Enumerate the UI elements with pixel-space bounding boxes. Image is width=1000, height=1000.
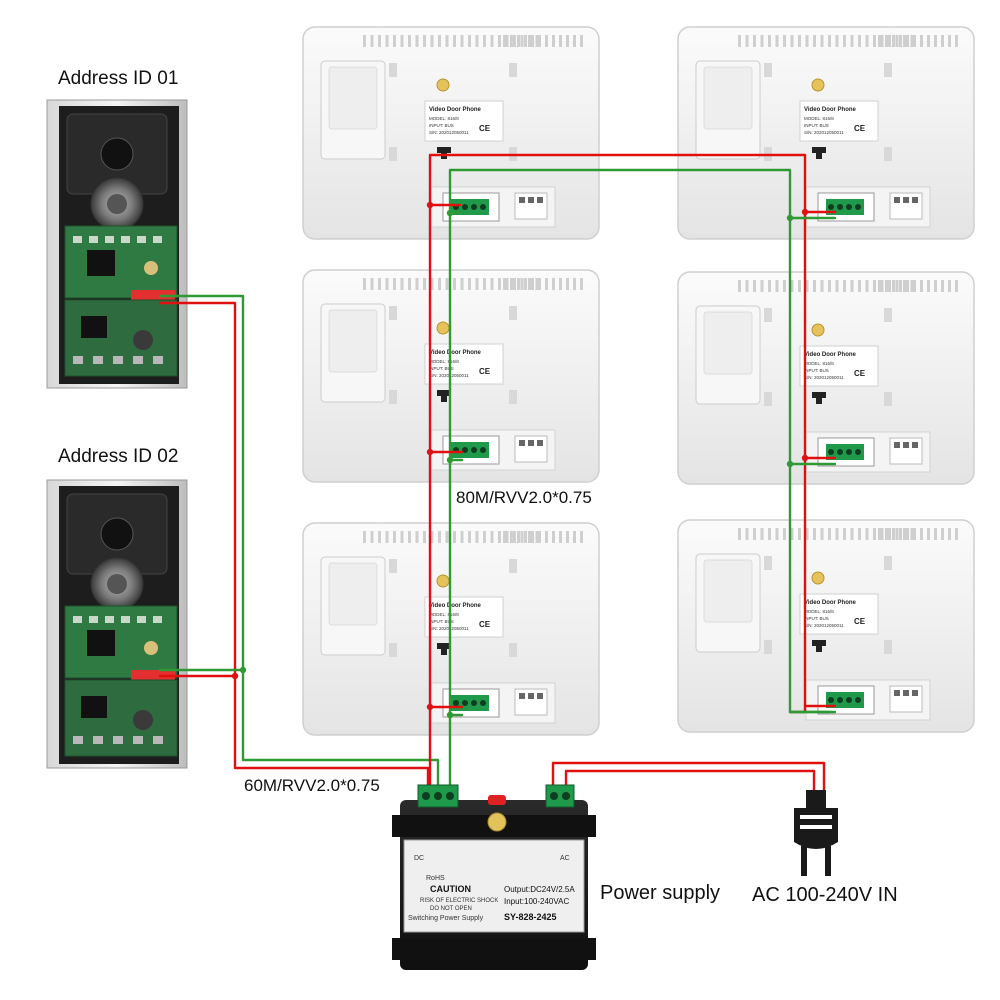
power-supply-unit: DC AC RoHS CAUTION RISK OF ELECTRIC SHOC…: [392, 784, 596, 970]
sticker-model: MODEL: 816/8: [429, 612, 459, 617]
wire-junction: [426, 448, 434, 456]
door-panel: [46, 479, 188, 769]
sticker-title: Video Door Phone: [429, 350, 482, 356]
door-panel: [46, 99, 188, 389]
wire-junction: [786, 460, 794, 468]
sticker-model: MODEL: 816/8: [804, 116, 834, 121]
green-wire: [158, 294, 440, 792]
wire-junction: [801, 454, 809, 462]
address-id-01-label: Address ID 01: [58, 68, 179, 89]
sticker-input: INPUT: BUS: [804, 616, 829, 621]
ac-input-label: AC 100-240V IN: [752, 884, 898, 906]
wire-junction: [239, 666, 247, 674]
sticker-sn: S/N: 202012050011: [804, 623, 844, 628]
wire-junction: [786, 214, 794, 222]
ac-terminal-block: [545, 784, 575, 808]
sticker-model: MODEL: 816/8: [429, 359, 459, 364]
psu-ac-label: AC: [560, 855, 570, 862]
wire-junction: [231, 672, 239, 680]
psu-dc-label: DC: [414, 855, 424, 862]
outdoor-door-panels: [46, 99, 188, 769]
address-id-02-label: Address ID 02: [58, 446, 179, 467]
sticker-title: Video Door Phone: [804, 107, 857, 113]
sticker-sn: S/N: 202012050011: [429, 130, 469, 135]
ac-plug-icon: [794, 790, 838, 876]
psu-caution-line2: DO NOT OPEN: [430, 906, 472, 912]
power-supply-label: Power supply: [600, 882, 721, 904]
sticker-input: INPUT: BUS: [804, 368, 829, 373]
monitor-cable-spec: 80M/RVV2.0*0.75: [456, 488, 592, 507]
sticker-title: Video Door Phone: [804, 600, 857, 606]
wire-junction: [801, 208, 809, 216]
sticker-title: Video Door Phone: [804, 352, 857, 358]
wire-junction: [446, 456, 454, 464]
sticker-ce: CE: [479, 367, 491, 376]
sticker-title: Video Door Phone: [429, 107, 482, 113]
sticker-input: INPUT: BUS: [429, 366, 454, 371]
psu-input-spec: Input:100-240VAC: [504, 897, 569, 906]
sticker-ce: CE: [854, 369, 866, 378]
doorbell-cable-spec: 60M/RVV2.0*0.75: [244, 776, 380, 795]
sticker-ce: CE: [854, 617, 866, 626]
psu-model: SY-828-2425: [504, 912, 557, 922]
sticker-input: INPUT: BUS: [429, 123, 454, 128]
psu-caution-title: CAUTION: [430, 884, 471, 894]
red-wire: [564, 769, 816, 792]
sticker-model: MODEL: 816/8: [804, 609, 834, 614]
red-wire: [158, 301, 430, 792]
wire-junction: [446, 209, 454, 217]
wiring: [158, 153, 837, 794]
sticker-title: Video Door Phone: [429, 603, 482, 609]
sticker-model: MODEL: 816/8: [804, 361, 834, 366]
sticker-ce: CE: [479, 620, 491, 629]
psu-output-spec: Output:DC24V/2.5A: [504, 885, 575, 894]
psu-rohs: RoHS: [426, 875, 445, 882]
sticker-sn: S/N: 202012050011: [804, 375, 844, 380]
wire-junction: [426, 703, 434, 711]
wire-junction: [426, 201, 434, 209]
sticker-model: MODEL: 816/8: [429, 116, 459, 121]
psu-caution-line1: RISK OF ELECTRIC SHOCK: [420, 898, 498, 904]
red-wire: [551, 761, 826, 792]
sticker-ce: CE: [479, 124, 491, 133]
sticker-input: INPUT: BUS: [804, 123, 829, 128]
sticker-ce: CE: [854, 124, 866, 133]
wire-junction: [446, 711, 454, 719]
sticker-input: INPUT: BUS: [429, 619, 454, 624]
sticker-sn: S/N: 202012050011: [804, 130, 844, 135]
psu-name: Switching Power Supply: [408, 915, 484, 922]
